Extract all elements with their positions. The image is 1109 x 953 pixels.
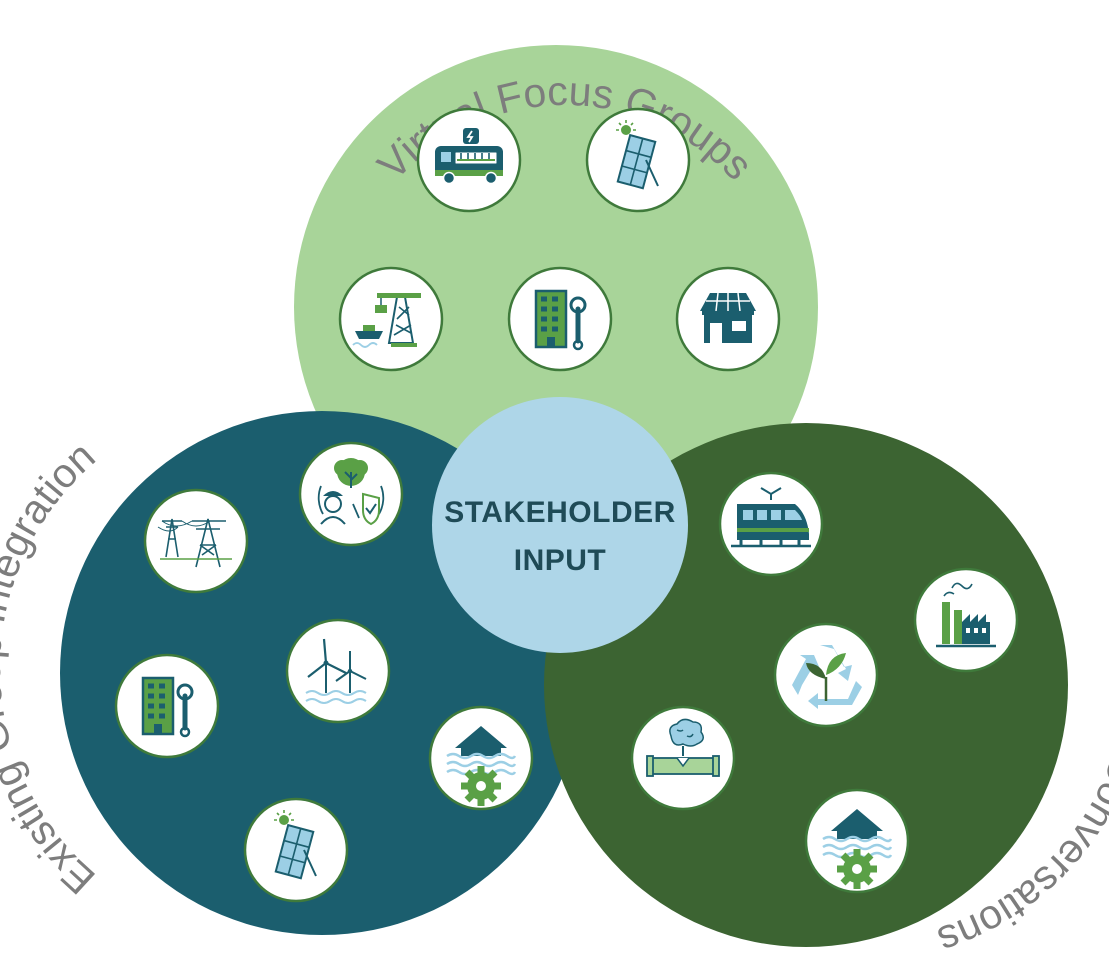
center-title-line1: STAKEHOLDER [444,496,676,529]
building-maintenance-icon [114,653,220,759]
solar-roof-house-icon [675,266,781,372]
pipeline-leak-icon [630,705,736,811]
environmental-protection-worker-icon [298,441,404,547]
electric-train-icon [718,471,824,577]
solar-panel-icon [243,797,349,903]
stakeholder-input-circle [432,397,688,653]
center-title-line2: INPUT [514,544,607,577]
factory-icon [913,567,1019,673]
offshore-wind-icon [285,618,391,724]
port-crane-icon [338,266,444,372]
flood-resilience-icon [804,788,910,894]
building-maintenance-icon [507,266,613,372]
solar-panel-icon [585,107,691,213]
flood-resilience-icon [428,705,534,811]
power-lines-icon [143,488,249,594]
electric-bus-icon [416,107,522,213]
recycling-plants-icon [773,622,879,728]
